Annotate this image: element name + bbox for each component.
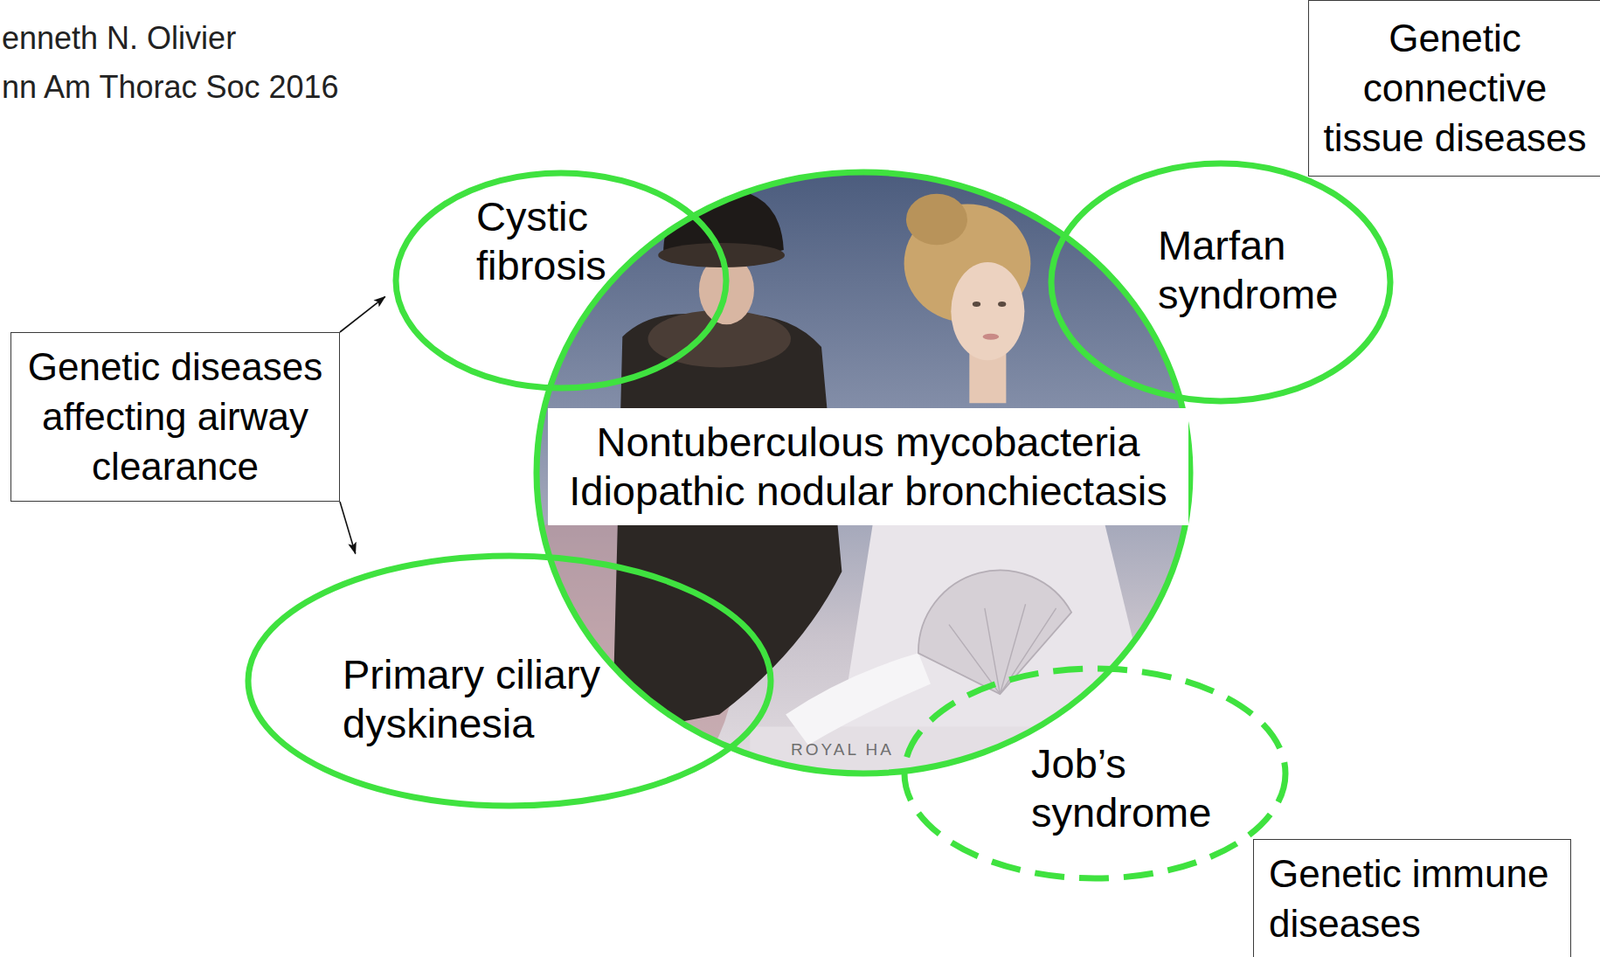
disease-ellipse: Primary ciliary dyskinesia — [242, 550, 776, 811]
pointer-arrow — [339, 296, 386, 333]
portrait-photo — [469, 152, 1205, 817]
fan-ribs — [948, 603, 1057, 694]
category-box: Genetic connective tissue diseases — [1308, 0, 1600, 177]
lips — [983, 333, 1000, 340]
disease-label: Cystic fibrosis — [476, 192, 625, 291]
photo-watermark: ROYAL HA — [790, 739, 894, 760]
label-anchor: ROYAL HA — [790, 739, 894, 760]
dashed-ellipse: Job’s syndrome — [899, 663, 1291, 884]
label-anchor: enneth N. Olivier — [1, 19, 236, 57]
category-box: Genetic immune diseases — [1253, 838, 1572, 957]
ellipse-stroke — [904, 668, 1286, 879]
eye — [997, 301, 1006, 307]
eye — [972, 301, 981, 307]
light-base — [749, 726, 1046, 788]
category-box: Genetic diseases affecting airway cleara… — [10, 332, 340, 502]
disease-label: Primary ciliary dyskinesia — [342, 650, 623, 749]
disease-ellipse: Marfan syndrome — [1045, 158, 1396, 407]
white-glove — [785, 652, 931, 745]
box-label: Genetic connective tissue diseases — [1316, 13, 1594, 163]
ellipse-stroke — [1051, 163, 1391, 402]
citation-text: nn Am Thorac Soc 2016 — [1, 68, 340, 106]
citation-text: enneth N. Olivier — [1, 19, 236, 57]
ellipse-stroke — [536, 172, 1191, 774]
hair-bun — [906, 193, 968, 245]
central-circle: Nontuberculous mycobacteria Idiopathic n… — [531, 166, 1196, 779]
box-label: Genetic diseases affecting airway cleara… — [20, 341, 331, 492]
young-face — [950, 262, 1025, 361]
box-label: Genetic immune diseases — [1268, 848, 1556, 949]
disease-label: Marfan syndrome — [1157, 221, 1359, 319]
hand-fan — [918, 569, 1072, 694]
disease-label: Job’s syndrome — [1031, 739, 1233, 838]
central-banner-text: Nontuberculous mycobacteria Idiopathic n… — [547, 408, 1189, 526]
label-anchor: nn Am Thorac Soc 2016 — [1, 68, 340, 106]
photo-background — [520, 152, 1205, 797]
ellipse-stroke — [248, 555, 771, 806]
pointer-arrow — [339, 501, 356, 555]
